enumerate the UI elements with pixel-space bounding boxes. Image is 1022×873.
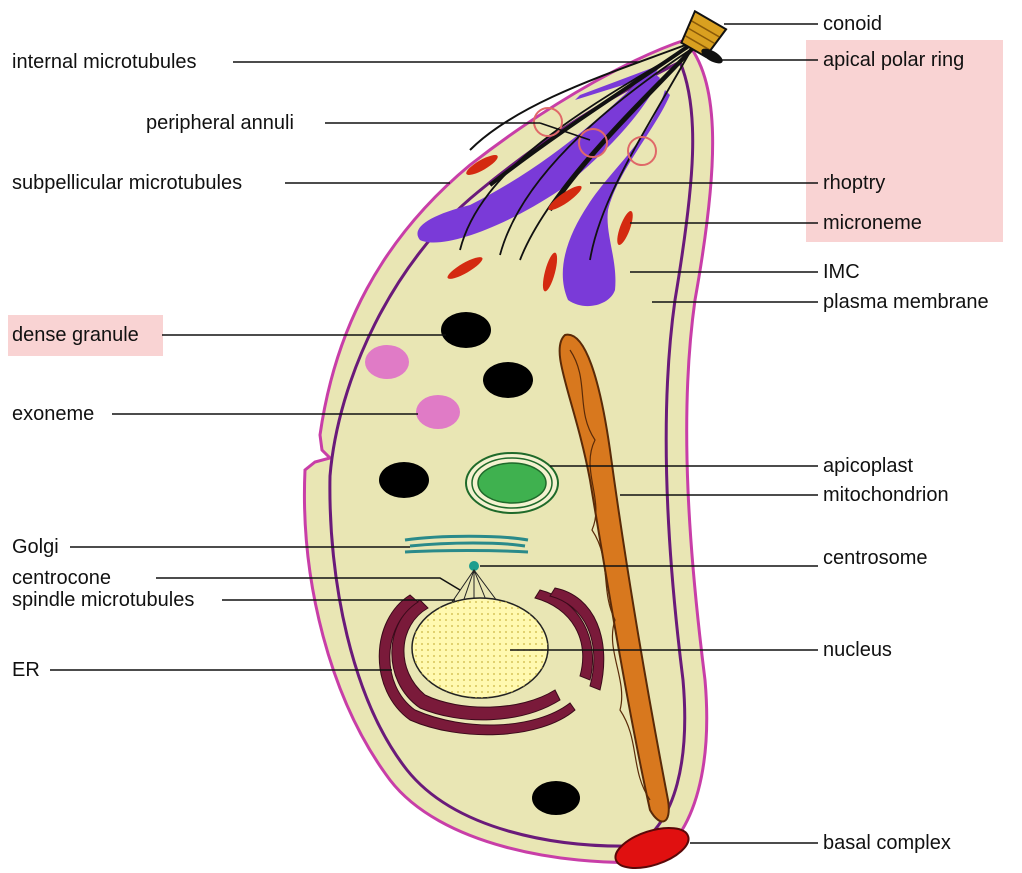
label-plasma-membrane: plasma membrane <box>823 290 989 314</box>
label-spindle-microtubules: spindle microtubules <box>12 588 194 612</box>
label-conoid: conoid <box>823 12 882 36</box>
label-apical-polar-ring: apical polar ring <box>823 48 964 72</box>
label-dense-granule: dense granule <box>12 323 139 347</box>
label-internal-microtubules: internal microtubules <box>12 50 197 74</box>
label-subpellicular-microtubules: subpellicular microtubules <box>12 171 242 195</box>
label-centrocone: centrocone <box>12 566 111 590</box>
label-exoneme: exoneme <box>12 402 94 426</box>
label-imc: IMC <box>823 260 860 284</box>
label-microneme: microneme <box>823 211 922 235</box>
label-basal-complex: basal complex <box>823 831 951 855</box>
label-centrosome: centrosome <box>823 546 928 570</box>
label-golgi: Golgi <box>12 535 59 559</box>
label-rhoptry: rhoptry <box>823 171 885 195</box>
label-apicoplast: apicoplast <box>823 454 913 478</box>
label-peripheral-annuli: peripheral annuli <box>146 111 294 135</box>
label-mitochondrion: mitochondrion <box>823 483 949 507</box>
apicoplast <box>466 453 558 513</box>
label-er: ER <box>12 658 40 682</box>
label-nucleus: nucleus <box>823 638 892 662</box>
